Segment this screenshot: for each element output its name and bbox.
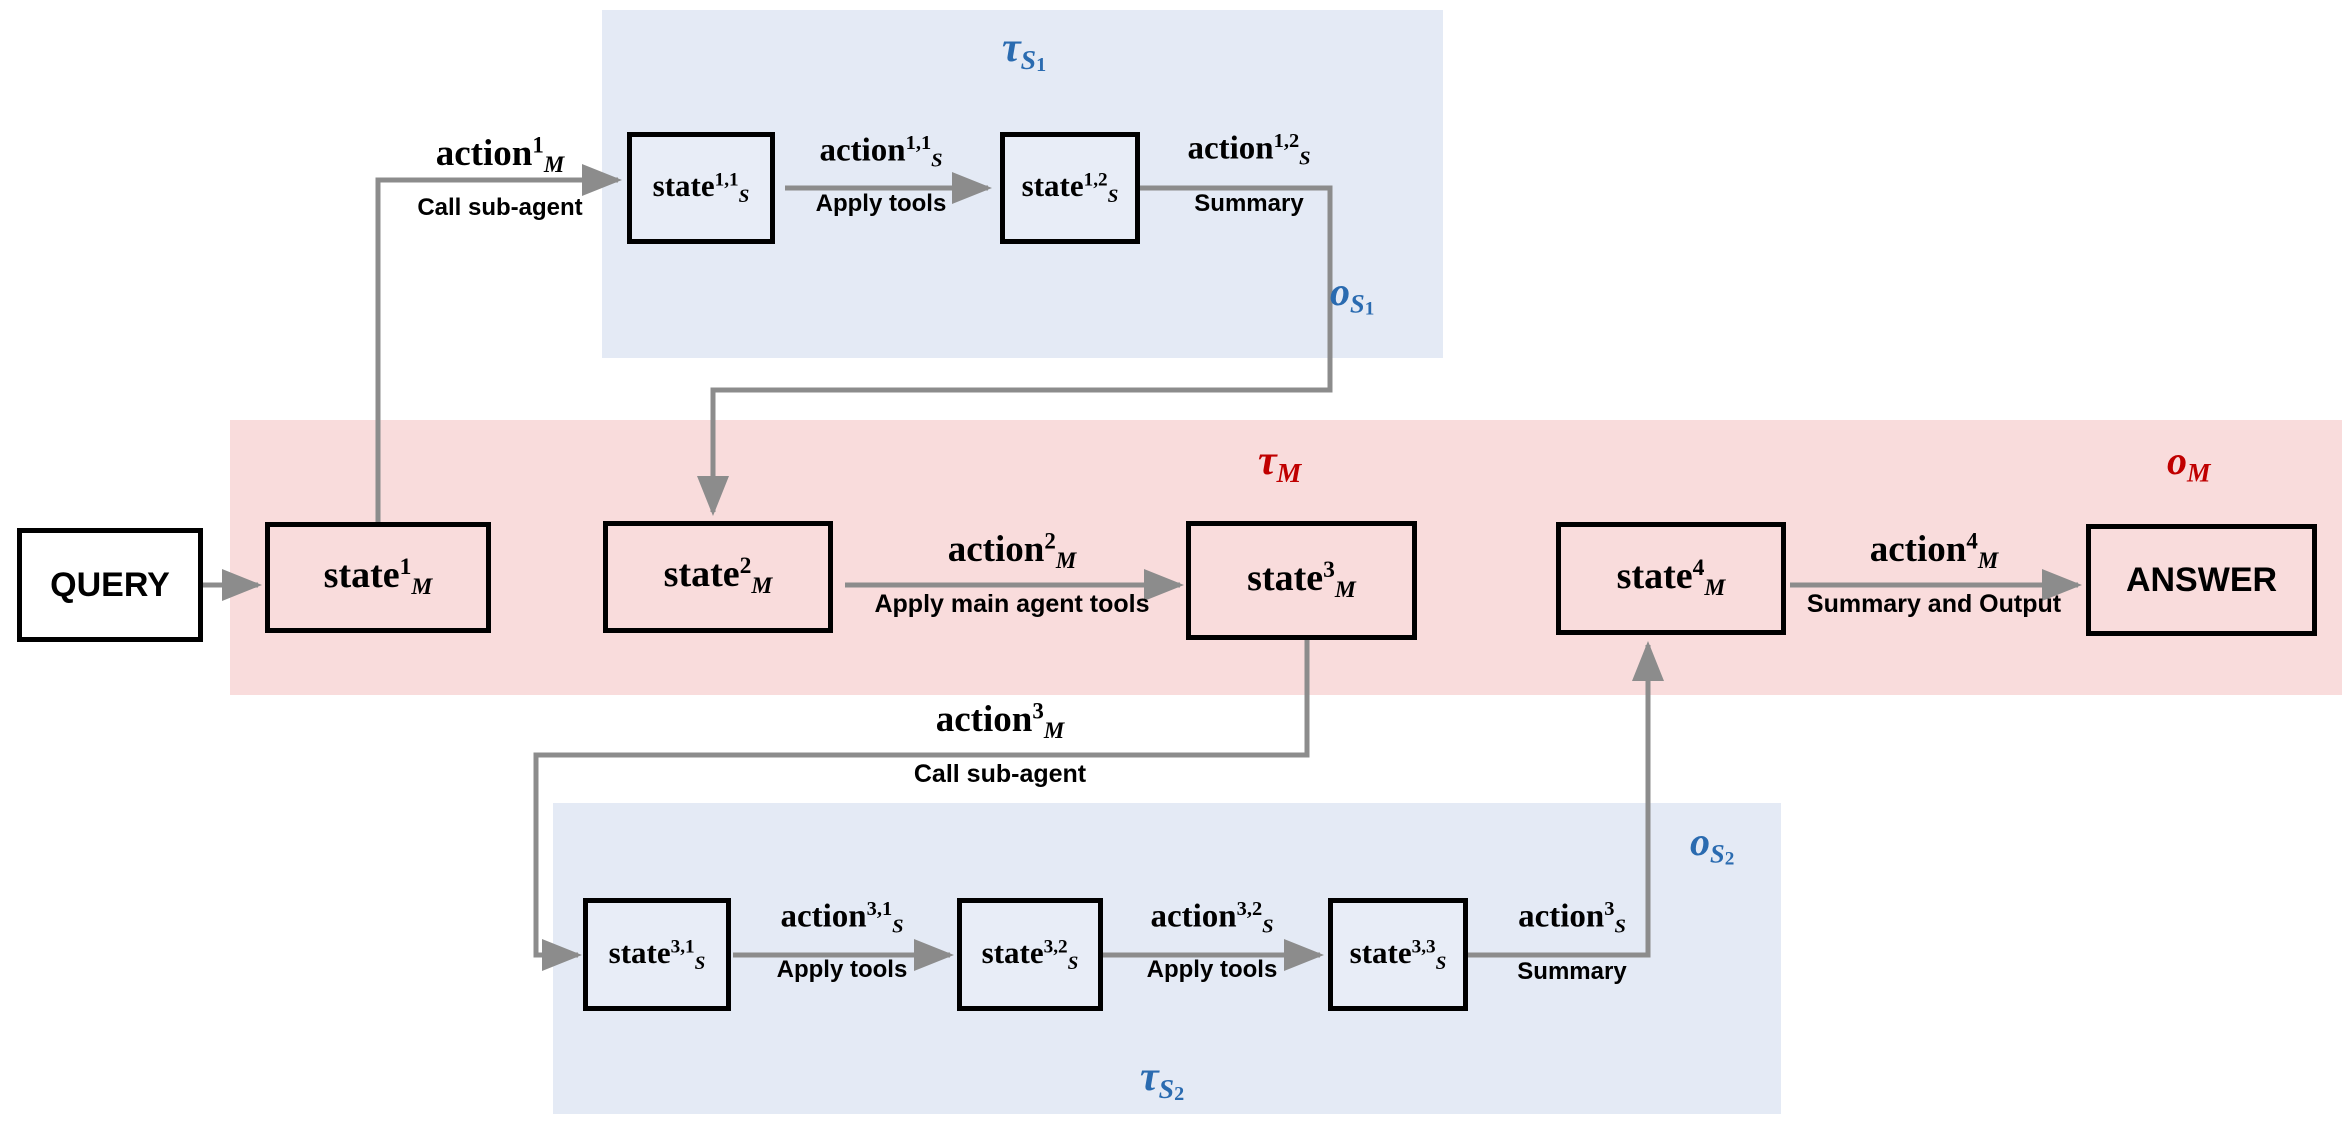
edge-label-call-sub-agent-2-caption: Call sub-agent bbox=[913, 759, 1087, 788]
edge-label-sub2-summary-caption: Summary bbox=[1517, 958, 1627, 986]
node-query[interactable]: QUERY bbox=[17, 528, 203, 642]
edge-label-sub1-summary: action1,2S Summary bbox=[1144, 130, 1354, 218]
edge-label-call-sub-agent-2: action3M Call sub-agent bbox=[850, 698, 1150, 789]
node-state-m2[interactable]: state2M bbox=[603, 521, 833, 633]
node-state-s1-2[interactable]: state1,2S bbox=[1000, 132, 1140, 244]
node-state-s3-3-label: state3,3S bbox=[1349, 934, 1447, 974]
edge-label-call-sub-agent-2-symbol: action3M bbox=[935, 698, 1065, 743]
node-state-s3-2[interactable]: state3,2S bbox=[957, 898, 1103, 1011]
edge-label-call-sub-agent-1-symbol: action1M bbox=[435, 132, 565, 177]
edge-label-call-sub-agent-1-caption: Call sub-agent bbox=[417, 193, 583, 221]
node-state-s3-3[interactable]: state3,3S bbox=[1328, 898, 1468, 1011]
edge-label-sub1-apply-tools-caption: Apply tools bbox=[815, 190, 947, 218]
node-state-m2-label: state2M bbox=[663, 553, 773, 600]
node-answer-label: ANSWER bbox=[2125, 561, 2278, 599]
label-tau-sub2: τS2 bbox=[1140, 1054, 1185, 1106]
edge-label-main-apply-tools-symbol: action2M bbox=[947, 528, 1077, 573]
edge-label-call-sub-agent-1: action1M Call sub-agent bbox=[370, 132, 630, 222]
edge-label-final-output-caption: Summary and Output bbox=[1806, 589, 2062, 618]
node-state-s1-1[interactable]: state1,1S bbox=[627, 132, 775, 244]
edge-label-sub1-apply-tools: action1,1S Apply tools bbox=[772, 132, 990, 218]
label-o-main: oM bbox=[2167, 438, 2211, 488]
edge-label-sub2-summary-symbol: action3S bbox=[1518, 898, 1626, 938]
node-state-s3-2-label: state3,2S bbox=[981, 934, 1079, 974]
node-state-s3-1-label: state3,1S bbox=[608, 934, 706, 974]
node-state-m1-label: state1M bbox=[323, 553, 433, 600]
label-tau-sub1: τS1 bbox=[1002, 25, 1047, 77]
label-o-sub2: oS2 bbox=[1690, 819, 1735, 870]
edge-label-sub1-summary-caption: Summary bbox=[1194, 190, 1304, 218]
node-state-s1-1-label: state1,1S bbox=[652, 168, 750, 207]
edge-label-main-apply-tools-caption: Apply main agent tools bbox=[874, 589, 1150, 618]
edge-label-main-apply-tools: action2M Apply main agent tools bbox=[838, 528, 1186, 619]
node-state-m4[interactable]: state4M bbox=[1556, 522, 1786, 635]
edge-label-final-output: action4M Summary and Output bbox=[1788, 528, 2080, 619]
node-answer[interactable]: ANSWER bbox=[2086, 524, 2317, 636]
node-state-s3-1[interactable]: state3,1S bbox=[583, 898, 731, 1011]
label-tau-main: τM bbox=[1258, 438, 1302, 488]
edge-label-sub1-apply-tools-symbol: action1,1S bbox=[819, 132, 943, 172]
edge-label-final-output-symbol: action4M bbox=[1869, 528, 1999, 573]
node-state-s1-2-label: state1,2S bbox=[1021, 168, 1119, 207]
node-state-m1[interactable]: state1M bbox=[265, 522, 491, 633]
label-o-sub1: oS1 bbox=[1330, 269, 1375, 320]
node-state-m4-label: state4M bbox=[1616, 554, 1726, 601]
node-query-label: QUERY bbox=[50, 566, 170, 604]
node-state-m3-label: state3M bbox=[1247, 556, 1356, 603]
edge-label-sub2-apply-tools-2-symbol: action3,2S bbox=[1150, 898, 1274, 938]
node-state-m3[interactable]: state3M bbox=[1186, 521, 1417, 640]
edge-label-sub2-apply-tools-2: action3,2S Apply tools bbox=[1103, 898, 1321, 984]
edge-label-sub2-apply-tools-1-caption: Apply tools bbox=[776, 956, 908, 984]
edge-label-sub2-apply-tools-1: action3,1S Apply tools bbox=[733, 898, 951, 984]
edge-label-sub1-summary-symbol: action1,2S bbox=[1187, 130, 1311, 170]
edge-label-sub2-apply-tools-1-symbol: action3,1S bbox=[780, 898, 904, 938]
edge-label-sub2-summary: action3S Summary bbox=[1472, 898, 1672, 986]
edge-label-sub2-apply-tools-2-caption: Apply tools bbox=[1146, 956, 1278, 984]
